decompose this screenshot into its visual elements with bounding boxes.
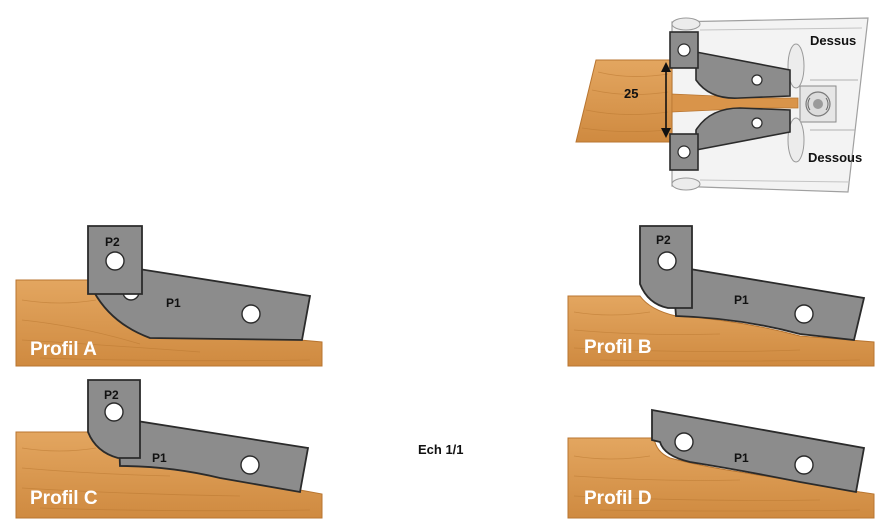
profile-a-p2-label: P2 [105, 235, 120, 249]
top-knife-upper [669, 31, 791, 99]
profile-a-label: Profil A [30, 339, 97, 360]
profile-a [15, 225, 323, 367]
profile-b [567, 225, 875, 367]
profile-c-p2-label: P2 [104, 388, 119, 402]
profile-c-label: Profil C [30, 488, 98, 509]
workpiece-top [575, 59, 799, 143]
profile-d-label: Profil D [584, 488, 652, 509]
label-dessous: Dessous [808, 150, 862, 165]
scale-note: Ech 1/1 [418, 442, 464, 457]
dimension-arrow [661, 62, 671, 138]
profile-a-p1-label: P1 [166, 296, 181, 310]
profile-b-p1-label: P1 [734, 293, 749, 307]
profile-b-p2-label: P2 [656, 233, 671, 247]
top-knife-lower [669, 107, 791, 171]
profile-c-knife-p1 [117, 416, 310, 494]
label-dessus: Dessus [810, 33, 856, 48]
profile-d [567, 408, 875, 519]
profile-c [15, 379, 323, 519]
dimension-value: 25 [624, 86, 638, 101]
profile-c-p1-label: P1 [152, 451, 167, 465]
profile-d-p1-label: P1 [734, 451, 749, 465]
profile-b-knife-p1 [671, 264, 866, 341]
profile-b-label: Profil B [584, 337, 652, 358]
